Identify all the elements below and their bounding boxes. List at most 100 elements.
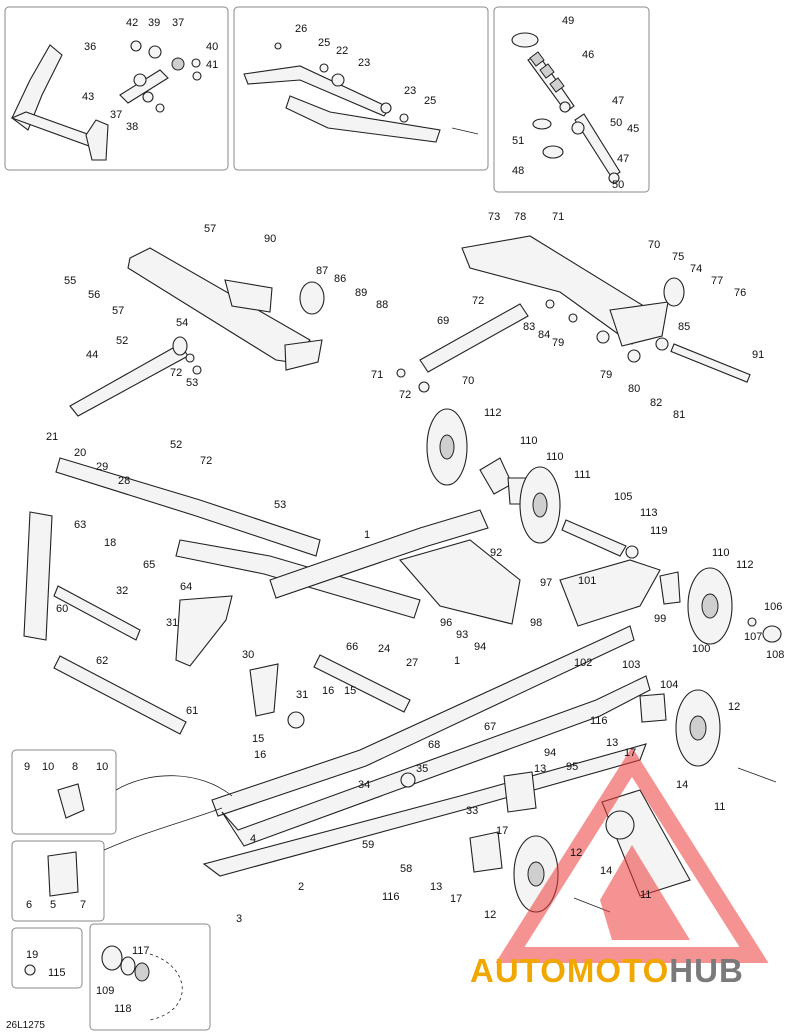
part-number-label: 72: [200, 455, 212, 467]
part-number-label: 96: [440, 617, 452, 629]
part-number-label: 79: [552, 337, 564, 349]
part-number-label: 8: [72, 761, 78, 773]
part-number-label: 110: [520, 435, 538, 447]
part-number-label: 53: [186, 377, 198, 389]
part-number-label: 118: [114, 1003, 132, 1015]
part-number-label: 77: [711, 275, 723, 287]
part-number-label: 28: [118, 475, 130, 487]
part-number-label: 68: [428, 739, 440, 751]
part-number-label: 37: [172, 17, 184, 29]
part-number-label: 103: [622, 659, 640, 671]
part-number-label: 112: [736, 559, 754, 571]
part-number-label: 57: [112, 305, 124, 317]
part-number-label: 39: [148, 17, 160, 29]
part-number-label: 50: [610, 117, 622, 129]
part-number-label: 43: [82, 91, 94, 103]
part-number-label: 16: [254, 749, 266, 761]
part-number-label: 74: [690, 263, 702, 275]
part-number-label: 36: [84, 41, 96, 53]
part-number-label: 51: [512, 135, 524, 147]
part-number-label: 52: [116, 335, 128, 347]
part-number-label: 27: [406, 657, 418, 669]
part-number-label: 66: [346, 641, 358, 653]
part-number-label: 10: [96, 761, 108, 773]
part-number-label: 97: [540, 577, 552, 589]
part-number-label: 116: [590, 715, 608, 727]
part-number-label: 53: [274, 499, 286, 511]
part-number-label: 86: [334, 273, 346, 285]
part-number-label: 37: [110, 109, 122, 121]
part-number-label: 69: [437, 315, 449, 327]
part-number-label: 106: [764, 601, 782, 613]
part-number-label: 9: [24, 761, 30, 773]
part-number-label: 44: [86, 349, 98, 361]
part-number-label: 67: [484, 721, 496, 733]
detail-box-wheel-bearing: [89, 923, 211, 1031]
part-number-label: 33: [466, 805, 478, 817]
detail-box-arm: [233, 6, 489, 171]
part-number-label: 11: [640, 889, 651, 901]
part-number-label: 21: [46, 431, 58, 443]
part-number-label: 17: [624, 747, 636, 759]
part-number-label: 49: [562, 15, 574, 27]
part-number-label: 29: [96, 461, 108, 473]
main-frame: [23, 457, 661, 877]
part-number-label: 23: [404, 85, 416, 97]
part-number-label: 104: [660, 679, 678, 691]
part-number-label: 18: [104, 537, 116, 549]
part-number-label: 73: [488, 211, 500, 223]
part-number-label: 89: [355, 287, 367, 299]
part-number-label: 60: [56, 603, 68, 615]
part-number-label: 31: [296, 689, 308, 701]
arm-parts: [243, 42, 479, 143]
part-number-label: 62: [96, 655, 108, 667]
diagram-code: 26L1275: [6, 1020, 45, 1031]
part-number-label: 17: [450, 893, 462, 905]
part-number-label: 5: [50, 899, 56, 911]
part-number-label: 108: [766, 649, 784, 661]
part-number-label: 75: [672, 251, 684, 263]
part-number-label: 34: [358, 779, 370, 791]
part-number-label: 15: [344, 685, 356, 697]
part-number-label: 15: [252, 733, 264, 745]
part-number-label: 35: [416, 763, 428, 775]
part-number-label: 16: [322, 685, 334, 697]
part-number-label: 79: [600, 369, 612, 381]
part-number-label: 87: [316, 265, 328, 277]
part-number-label: 94: [474, 641, 486, 653]
part-number-label: 83: [523, 321, 535, 333]
part-number-label: 13: [430, 881, 442, 893]
part-number-label: 88: [376, 299, 388, 311]
part-number-label: 47: [617, 153, 629, 165]
part-number-label: 72: [170, 367, 182, 379]
part-number-label: 92: [490, 547, 502, 559]
part-number-label: 59: [362, 839, 374, 851]
part-number-label: 6: [26, 899, 32, 911]
part-number-label: 3: [236, 913, 242, 925]
part-number-label: 95: [566, 761, 578, 773]
part-number-label: 105: [614, 491, 632, 503]
part-number-label: 38: [126, 121, 138, 133]
part-number-label: 1: [454, 655, 460, 667]
watermark-text: AUTOMOTOHUB: [470, 952, 744, 990]
part-number-label: 22: [336, 45, 348, 57]
part-number-label: 54: [176, 317, 188, 329]
part-number-label: 12: [484, 909, 496, 921]
part-number-label: 48: [512, 165, 524, 177]
part-number-label: 94: [544, 747, 556, 759]
part-number-label: 113: [640, 507, 658, 519]
part-number-label: 110: [546, 451, 564, 463]
part-number-label: 101: [578, 575, 596, 587]
part-number-label: 25: [318, 37, 330, 49]
part-number-label: 61: [186, 705, 198, 717]
part-number-label: 84: [538, 329, 550, 341]
part-number-label: 109: [96, 985, 114, 997]
rocker-link-parts: [10, 40, 202, 161]
part-number-label: 46: [582, 49, 594, 61]
part-number-label: 14: [600, 865, 612, 877]
part-number-label: 23: [358, 57, 370, 69]
part-number-label: 107: [744, 631, 762, 643]
watermark-text-part1: AUTOMOTO: [470, 952, 670, 989]
part-number-label: 13: [534, 763, 546, 775]
part-number-label: 13: [606, 737, 618, 749]
